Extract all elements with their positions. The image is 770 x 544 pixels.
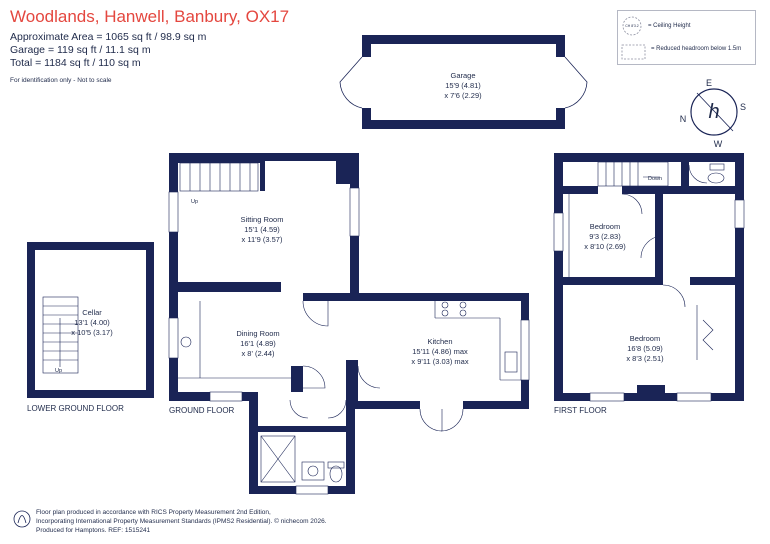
- compass-east: E: [706, 78, 712, 88]
- room-name: Kitchen: [427, 337, 452, 346]
- walls: [27, 35, 744, 494]
- compass-north: N: [680, 114, 687, 124]
- identification-note: For identification only - Not to scale: [10, 77, 112, 84]
- legend: [617, 10, 756, 65]
- room-dim: 15'11 (4.86) max: [412, 347, 468, 356]
- room-dim: 16'1 (4.89): [240, 339, 276, 348]
- page-title: Woodlands, Hanwell, Banbury, OX17: [10, 7, 290, 26]
- room-dim: 16'8 (5.09): [627, 344, 663, 353]
- room-kitchen: Kitchen 15'11 (4.86) max x 9'11 (3.03) m…: [411, 337, 468, 366]
- fixtures: [178, 163, 725, 483]
- compass: h E S W N: [680, 78, 746, 149]
- room-cellar: Cellar 13'1 (4.00) x 10'5 (3.17): [71, 308, 113, 337]
- nichecom-logo-mark: [17, 515, 27, 524]
- room-dim: x 8'3 (2.51): [626, 354, 664, 363]
- room-garage: Garage 15'9 (4.81) x 7'6 (2.29): [444, 71, 482, 100]
- room-dim: 13'1 (4.00): [74, 318, 110, 327]
- total-area: Total = 1184 sq ft / 110 sq m: [10, 57, 141, 69]
- nichecom-logo-icon: [13, 510, 31, 528]
- footer-line-2: Incorporating International Property Mea…: [36, 518, 327, 525]
- room-name: Sitting Room: [241, 215, 284, 224]
- room-dim: x 10'5 (3.17): [71, 328, 113, 337]
- legend-symbols: [621, 16, 646, 60]
- footer-line-3: Produced for Hamptons. REF: 1515241: [36, 527, 151, 534]
- room-bedroom-2: Bedroom 16'8 (5.09) x 8'3 (2.51): [626, 334, 664, 363]
- floor-label-lower-ground: LOWER GROUND FLOOR: [27, 404, 124, 413]
- room-dim: 15'9 (4.81): [445, 81, 481, 90]
- stair-label-first: Down: [648, 176, 662, 182]
- compass-south: S: [740, 102, 746, 112]
- compass-logo: h: [708, 101, 719, 123]
- windows: [168, 187, 745, 495]
- ceiling-symbol-text: CH 8'3.2: [625, 24, 639, 28]
- room-name: Dining Room: [236, 329, 279, 338]
- room-dim: x 11'9 (3.57): [242, 235, 283, 244]
- room-dining: Dining Room 16'1 (4.89) x 8' (2.44): [236, 329, 279, 358]
- room-dim: 15'1 (4.59): [244, 225, 280, 234]
- floor-label-ground: GROUND FLOOR: [169, 406, 235, 415]
- room-dim: x 8' (2.44): [241, 349, 275, 358]
- room-name: Garage: [450, 71, 475, 80]
- room-sitting: Sitting Room 15'1 (4.59) x 11'9 (3.57): [241, 215, 284, 244]
- stairs: [42, 161, 669, 374]
- floor-label-first: FIRST FLOOR: [554, 406, 607, 415]
- room-dim: x 7'6 (2.29): [444, 91, 482, 100]
- room-bedroom-1: Bedroom 9'3 (2.83) x 8'10 (2.69): [584, 222, 626, 251]
- legend-reduced-headroom: = Reduced headroom below 1.5m: [651, 46, 742, 52]
- room-dim: 9'3 (2.83): [589, 232, 621, 241]
- room-name: Cellar: [82, 308, 102, 317]
- approx-area: Approximate Area = 1065 sq ft / 98.9 sq …: [10, 31, 207, 43]
- room-name: Bedroom: [590, 222, 620, 231]
- stair-label-cellar: Up: [55, 368, 62, 374]
- footer-line-1: Floor plan produced in accordance with R…: [36, 509, 271, 516]
- room-dim: x 9'11 (3.03) max: [411, 357, 468, 366]
- room-name: Bedroom: [630, 334, 660, 343]
- garage-area: Garage = 119 sq ft / 11.1 sq m: [10, 44, 151, 56]
- garage-doors: [339, 56, 588, 109]
- stair-label-ground: Up: [191, 199, 198, 205]
- room-dim: x 8'10 (2.69): [584, 242, 626, 251]
- compass-west: W: [714, 139, 723, 149]
- legend-ceiling-height: = Ceiling Height: [648, 23, 691, 29]
